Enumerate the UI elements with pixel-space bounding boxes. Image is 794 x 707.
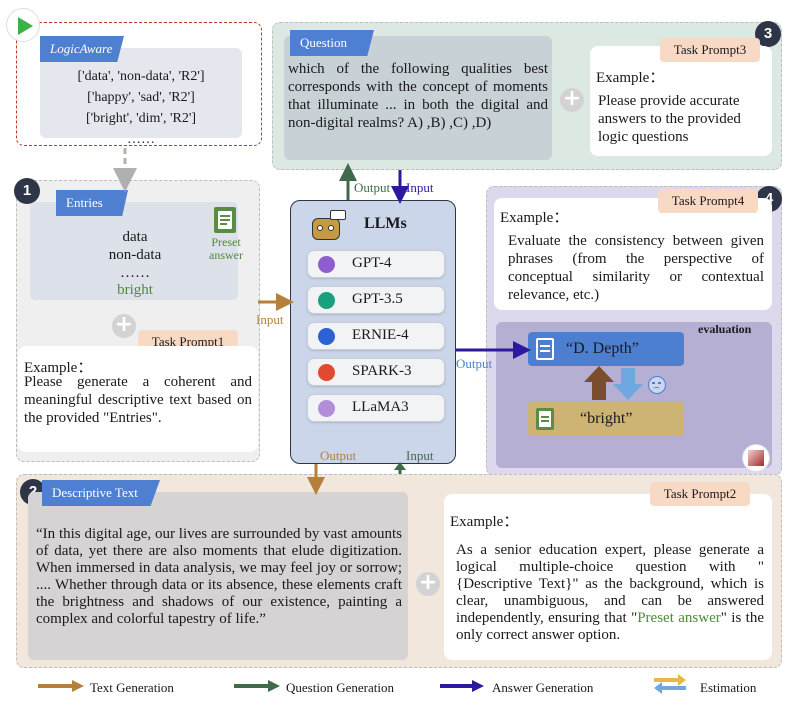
flow-label-output-bottom: Output xyxy=(320,448,357,463)
ernie-icon xyxy=(318,328,335,345)
prompt3-example-label: Example： xyxy=(596,70,665,86)
flow-label-input-top: Input xyxy=(406,180,434,195)
question-tag: Question xyxy=(290,30,374,56)
openai-icon xyxy=(318,292,335,309)
llm-name: GPT-4 xyxy=(352,255,392,271)
llm-name: ERNIE-4 xyxy=(352,327,409,343)
flow-label-output-top: Output xyxy=(354,180,391,195)
llama-icon xyxy=(318,400,335,417)
prompt1-box xyxy=(18,346,258,452)
logic-aware-lines: ['data', 'non-data', 'R2'] ['happy', 'sa… xyxy=(40,66,242,150)
legend-question-generation: Question Generation xyxy=(286,680,394,695)
plus-icon: + xyxy=(112,314,136,338)
document-icon xyxy=(536,338,554,360)
task-prompt-4: Task Prompt4 xyxy=(658,189,758,213)
logic-line: …… xyxy=(127,132,155,147)
document-icon xyxy=(214,207,236,233)
llm-item: GPT-4 xyxy=(307,250,445,278)
flow-label-output-right: Output xyxy=(456,356,493,371)
spark-icon xyxy=(318,364,335,381)
legend-estimation: Estimation xyxy=(700,680,757,695)
question-inner xyxy=(284,36,552,160)
preset-word: bright xyxy=(117,282,153,298)
descriptive-tag: Descriptive Text xyxy=(42,480,160,506)
llm-name: LLaMA3 xyxy=(352,399,409,415)
prompt2-text-end: " is the only correct answer option. xyxy=(456,610,765,643)
prompt4-example-label: Example： xyxy=(500,210,569,226)
legend-text-generation: Text Generation xyxy=(90,680,174,695)
flow-label-input-left: Input xyxy=(256,312,284,327)
task-prompt-2: Task Prompt2 xyxy=(650,482,750,506)
preset-answer-label: Preset answer xyxy=(209,235,243,262)
prompt2-example-label: Example： xyxy=(450,514,519,530)
entry-item: non-data xyxy=(108,247,162,263)
prompt2-preset-answer: Preset answer xyxy=(637,610,721,626)
question-text: which of the following qualities best co… xyxy=(288,61,548,131)
preset-box xyxy=(528,402,684,436)
prompt3-box xyxy=(590,46,772,156)
prompt2-box xyxy=(444,494,772,660)
entry-item: data xyxy=(122,229,148,245)
logic-line: ['bright', 'dim', 'R2'] xyxy=(85,111,197,126)
answer-text: “D. Depth” xyxy=(566,340,639,357)
entries-inner xyxy=(30,202,238,300)
answer-box xyxy=(528,332,684,366)
legend-estimation-icon xyxy=(654,674,686,686)
descriptive-text: “In this digital age, our lives are surr… xyxy=(36,526,402,627)
plus-icon: + xyxy=(560,88,584,112)
legend-answer-generation: Answer Generation xyxy=(492,680,594,695)
play-icon xyxy=(6,8,40,42)
llm-name: SPARK-3 xyxy=(352,363,412,379)
entry-item: …… xyxy=(120,265,150,281)
llm-item: SPARK-3 xyxy=(307,358,445,386)
eval-up-arrow xyxy=(584,366,614,400)
robot-icon xyxy=(312,210,346,240)
logic-aware-panel xyxy=(16,22,262,146)
llm-item: GPT-3.5 xyxy=(307,286,445,314)
evaluation-title: evaluation xyxy=(698,322,752,336)
prompt4-text: Evaluate the consistency between given p… xyxy=(508,233,764,303)
descriptive-to-llm-arrowhead xyxy=(394,462,406,470)
flow-label-input-bottom: Input xyxy=(406,448,434,463)
legend-arrows xyxy=(38,674,686,694)
llm-name: GPT-3.5 xyxy=(352,291,403,307)
document-icon xyxy=(536,408,554,430)
prompt1-example-label: Example： xyxy=(24,360,93,376)
prompt2-text: As a senior education expert, please gen… xyxy=(456,542,764,644)
logic-line: ['data', 'non-data', 'R2'] xyxy=(77,69,205,84)
entries-tag: Entries xyxy=(56,190,128,216)
descriptive-inner xyxy=(28,492,408,660)
prompt4-box xyxy=(494,198,772,310)
logic-aware-tag: LogicAware xyxy=(40,36,124,62)
eval-down-arrow xyxy=(613,368,643,400)
logic-line: ['happy', 'sad', 'R2'] xyxy=(87,90,195,105)
logic-aware-inner xyxy=(40,48,242,138)
entries-list: data non-data …… xyxy=(90,228,180,282)
openai-icon xyxy=(318,256,335,273)
sad-face-icon xyxy=(648,376,666,394)
prompt1-text: Please generate a coherent and meaningfu… xyxy=(24,374,252,426)
llm-item: LLaMA3 xyxy=(307,394,445,422)
plus-icon: + xyxy=(416,572,440,596)
gradient-icon xyxy=(742,444,770,472)
step-number-1: 1 xyxy=(14,178,40,204)
llms-title: LLMs xyxy=(364,215,407,232)
prompt3-text: Please provide accurate answers to the p… xyxy=(598,93,741,145)
llm-item: ERNIE-4 xyxy=(307,322,445,350)
preset-text: “bright” xyxy=(580,410,633,427)
task-prompt-3: Task Prompt3 xyxy=(660,38,760,62)
prompt2-text-main: As a senior education expert, please gen… xyxy=(456,542,764,626)
